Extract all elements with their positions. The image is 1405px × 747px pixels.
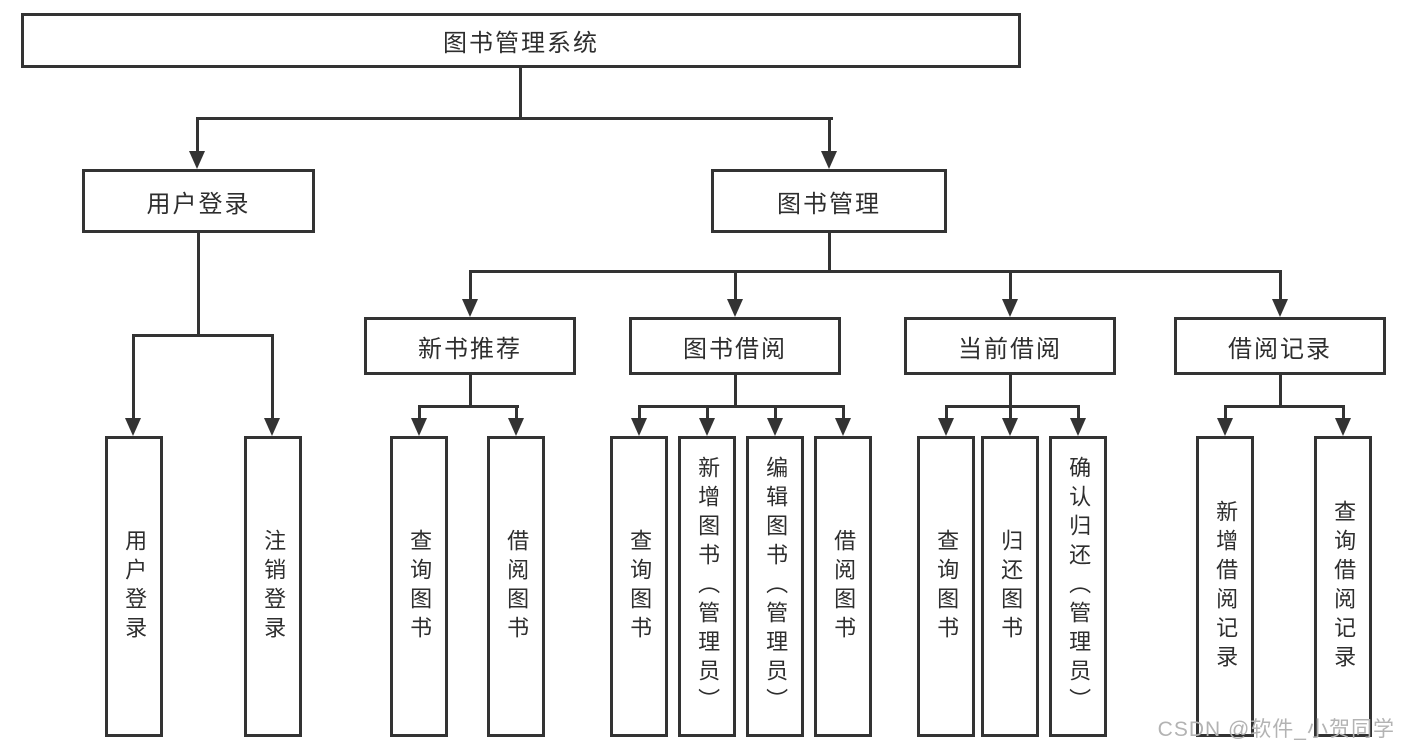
arrowhead-down-icon	[1335, 418, 1351, 436]
connector-stub	[1342, 405, 1345, 420]
arrowhead-down-icon	[727, 299, 743, 317]
connector-borrow-record-vertical	[1279, 375, 1282, 407]
arrowhead-down-icon	[699, 418, 715, 436]
connector-root-horizontal	[196, 117, 833, 120]
connector-user-login-vertical	[197, 233, 200, 336]
connector-root-vertical	[519, 68, 522, 118]
node-book-mgmt-label: 图书管理	[777, 190, 881, 218]
connector-current-borrow-vertical	[1009, 375, 1012, 407]
node-leaf-label: 新增借阅记录	[1213, 499, 1239, 674]
node-leaf-confirm-return-admin: 确认归还（管理员）	[1049, 436, 1107, 737]
arrowhead-down-icon	[1002, 299, 1018, 317]
connector-stub-new-book	[469, 270, 472, 300]
arrowhead-down-icon	[125, 418, 141, 436]
node-book-mgmt: 图书管理	[711, 169, 947, 233]
node-leaf-label: 查询图书	[934, 528, 960, 645]
node-root-label: 图书管理系统	[443, 30, 599, 57]
connector-stub-borrow-record	[1279, 270, 1282, 300]
node-current-borrow-label: 当前借阅	[958, 335, 1062, 363]
node-root: 图书管理系统	[21, 13, 1021, 68]
node-leaf-add-book-admin: 新增图书（管理员）	[678, 436, 736, 737]
connector-borrow-record-horizontal	[1224, 405, 1345, 408]
arrowhead-down-icon	[1217, 418, 1233, 436]
connector-stub	[515, 405, 518, 420]
node-leaf-query-books-2: 查询图书	[610, 436, 668, 737]
arrowhead-down-icon	[189, 151, 205, 169]
node-leaf-label: 借阅图书	[504, 528, 530, 645]
connector-stub-user-login	[196, 117, 199, 153]
connector-stub-current-borrow	[1009, 270, 1012, 300]
node-leaf-label: 归还图书	[998, 528, 1024, 645]
node-leaf-query-books-3: 查询图书	[917, 436, 975, 737]
connector-stub	[1009, 405, 1012, 420]
connector-book-borrow-horizontal	[638, 405, 845, 408]
connector-book-borrow-vertical	[734, 375, 737, 407]
arrowhead-down-icon	[1002, 418, 1018, 436]
node-user-login: 用户登录	[82, 169, 315, 233]
node-leaf-user-login-label: 用户登录	[122, 528, 148, 645]
connector-stub-book-mgmt	[828, 117, 831, 153]
connector-current-borrow-horizontal	[945, 405, 1080, 408]
connector-stub	[842, 405, 845, 420]
node-leaf-label: 查询图书	[627, 528, 653, 645]
connector-book-mgmt-horizontal	[469, 270, 1282, 273]
node-borrow-record-label: 借阅记录	[1228, 335, 1332, 363]
node-leaf-logout: 注销登录	[244, 436, 302, 737]
connector-stub	[418, 405, 421, 420]
arrowhead-down-icon	[264, 418, 280, 436]
node-leaf-return-book: 归还图书	[981, 436, 1039, 737]
connector-stub-leaf-logout	[271, 334, 274, 420]
node-leaf-borrow-books-1: 借阅图书	[487, 436, 545, 737]
node-leaf-add-borrow-record: 新增借阅记录	[1196, 436, 1254, 737]
node-book-borrow-label: 图书借阅	[683, 335, 787, 363]
connector-stub-book-borrow	[734, 270, 737, 300]
arrowhead-down-icon	[821, 151, 837, 169]
arrowhead-down-icon	[462, 299, 478, 317]
arrowhead-down-icon	[411, 418, 427, 436]
arrowhead-down-icon	[1070, 418, 1086, 436]
arrowhead-down-icon	[508, 418, 524, 436]
node-leaf-label: 借阅图书	[831, 528, 857, 645]
arrowhead-down-icon	[1272, 299, 1288, 317]
node-new-book-recommend-label: 新书推荐	[418, 335, 522, 363]
node-leaf-query-books-1: 查询图书	[390, 436, 448, 737]
node-current-borrow: 当前借阅	[904, 317, 1116, 375]
connector-stub	[945, 405, 948, 420]
connector-stub-leaf-login	[132, 334, 135, 420]
connector-new-book-vertical	[469, 375, 472, 407]
node-borrow-record: 借阅记录	[1174, 317, 1386, 375]
node-leaf-query-borrow-record: 查询借阅记录	[1314, 436, 1372, 737]
node-leaf-edit-book-admin: 编辑图书（管理员）	[746, 436, 804, 737]
arrowhead-down-icon	[767, 418, 783, 436]
node-leaf-user-login: 用户登录	[105, 436, 163, 737]
node-leaf-logout-label: 注销登录	[261, 528, 287, 645]
node-book-borrow: 图书借阅	[629, 317, 841, 375]
node-leaf-borrow-books-2: 借阅图书	[814, 436, 872, 737]
connector-stub	[638, 405, 641, 420]
arrowhead-down-icon	[938, 418, 954, 436]
node-leaf-label: 新增图书（管理员）	[695, 456, 721, 717]
connector-user-login-horizontal	[132, 334, 274, 337]
node-leaf-label: 确认归还（管理员）	[1066, 456, 1092, 717]
connector-book-mgmt-vertical	[828, 233, 831, 272]
arrowhead-down-icon	[631, 418, 647, 436]
node-new-book-recommend: 新书推荐	[364, 317, 576, 375]
connector-stub	[1224, 405, 1227, 420]
node-leaf-label: 编辑图书（管理员）	[763, 456, 789, 717]
arrowhead-down-icon	[835, 418, 851, 436]
watermark-text: CSDN @软件_小贺同学	[1157, 718, 1395, 741]
connector-stub	[1077, 405, 1080, 420]
node-leaf-label: 查询借阅记录	[1331, 499, 1357, 674]
node-user-login-label: 用户登录	[146, 190, 251, 218]
connector-new-book-horizontal	[418, 405, 519, 408]
connector-stub	[706, 405, 709, 420]
connector-stub	[774, 405, 777, 420]
node-leaf-label: 查询图书	[407, 528, 433, 645]
